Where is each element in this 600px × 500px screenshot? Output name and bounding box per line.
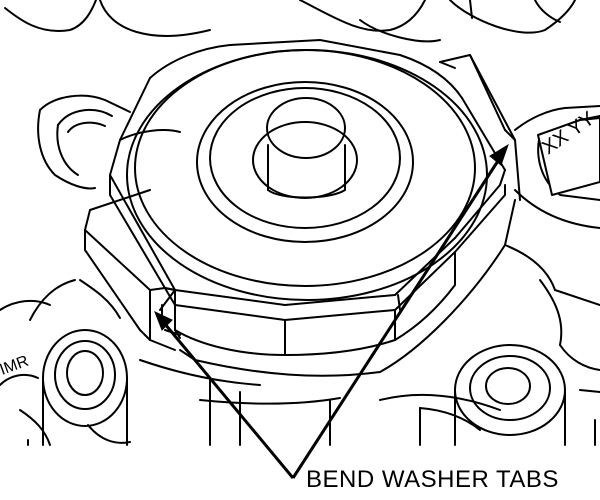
arrow-right-head xyxy=(489,143,509,166)
lock-washer xyxy=(84,54,521,405)
arrow-left-head xyxy=(154,311,173,331)
boss-bottom-right xyxy=(454,344,566,446)
center-stud xyxy=(266,97,346,199)
callout-label: BEND WASHER TABS xyxy=(306,466,559,493)
housing-top xyxy=(4,0,576,43)
arrow-right-line xyxy=(291,149,507,479)
callout-arrows xyxy=(154,143,509,479)
left-ear xyxy=(37,94,131,190)
arrow-left-line xyxy=(158,317,295,479)
fitting-top xyxy=(126,49,488,301)
boss-bottom-left xyxy=(42,329,128,446)
hex-nut xyxy=(109,39,506,356)
